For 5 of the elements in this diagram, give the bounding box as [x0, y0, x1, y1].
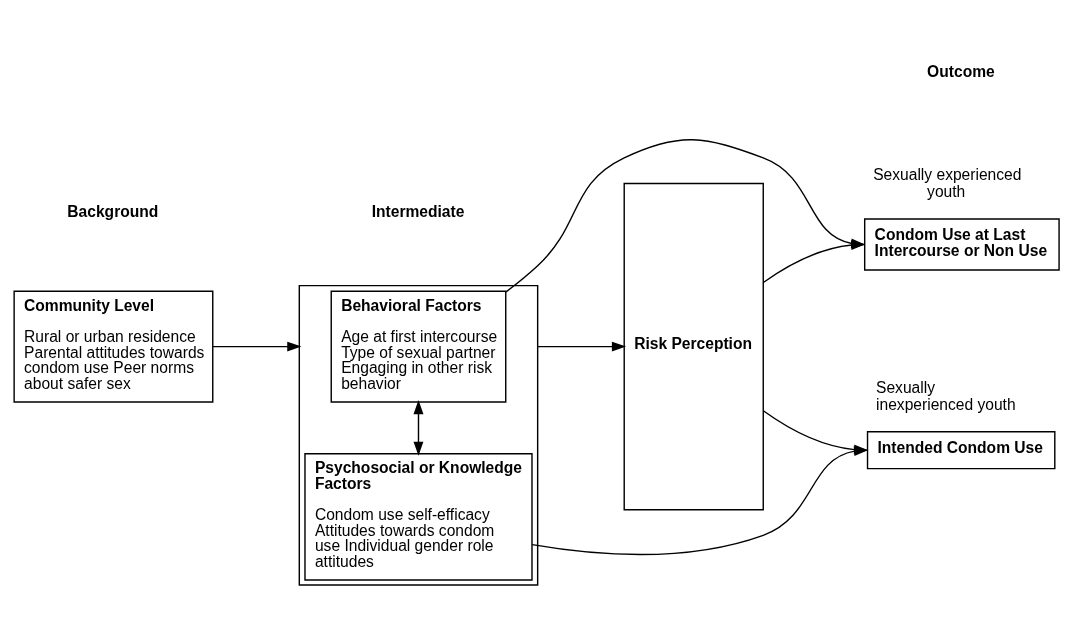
label: Intermediate [371, 202, 465, 220]
node-label: Sexually inexperienced youth [876, 378, 1016, 413]
node-label: Sexually experienced youth [873, 165, 1022, 200]
label: Outcome [927, 62, 995, 80]
label: Background [67, 202, 159, 220]
